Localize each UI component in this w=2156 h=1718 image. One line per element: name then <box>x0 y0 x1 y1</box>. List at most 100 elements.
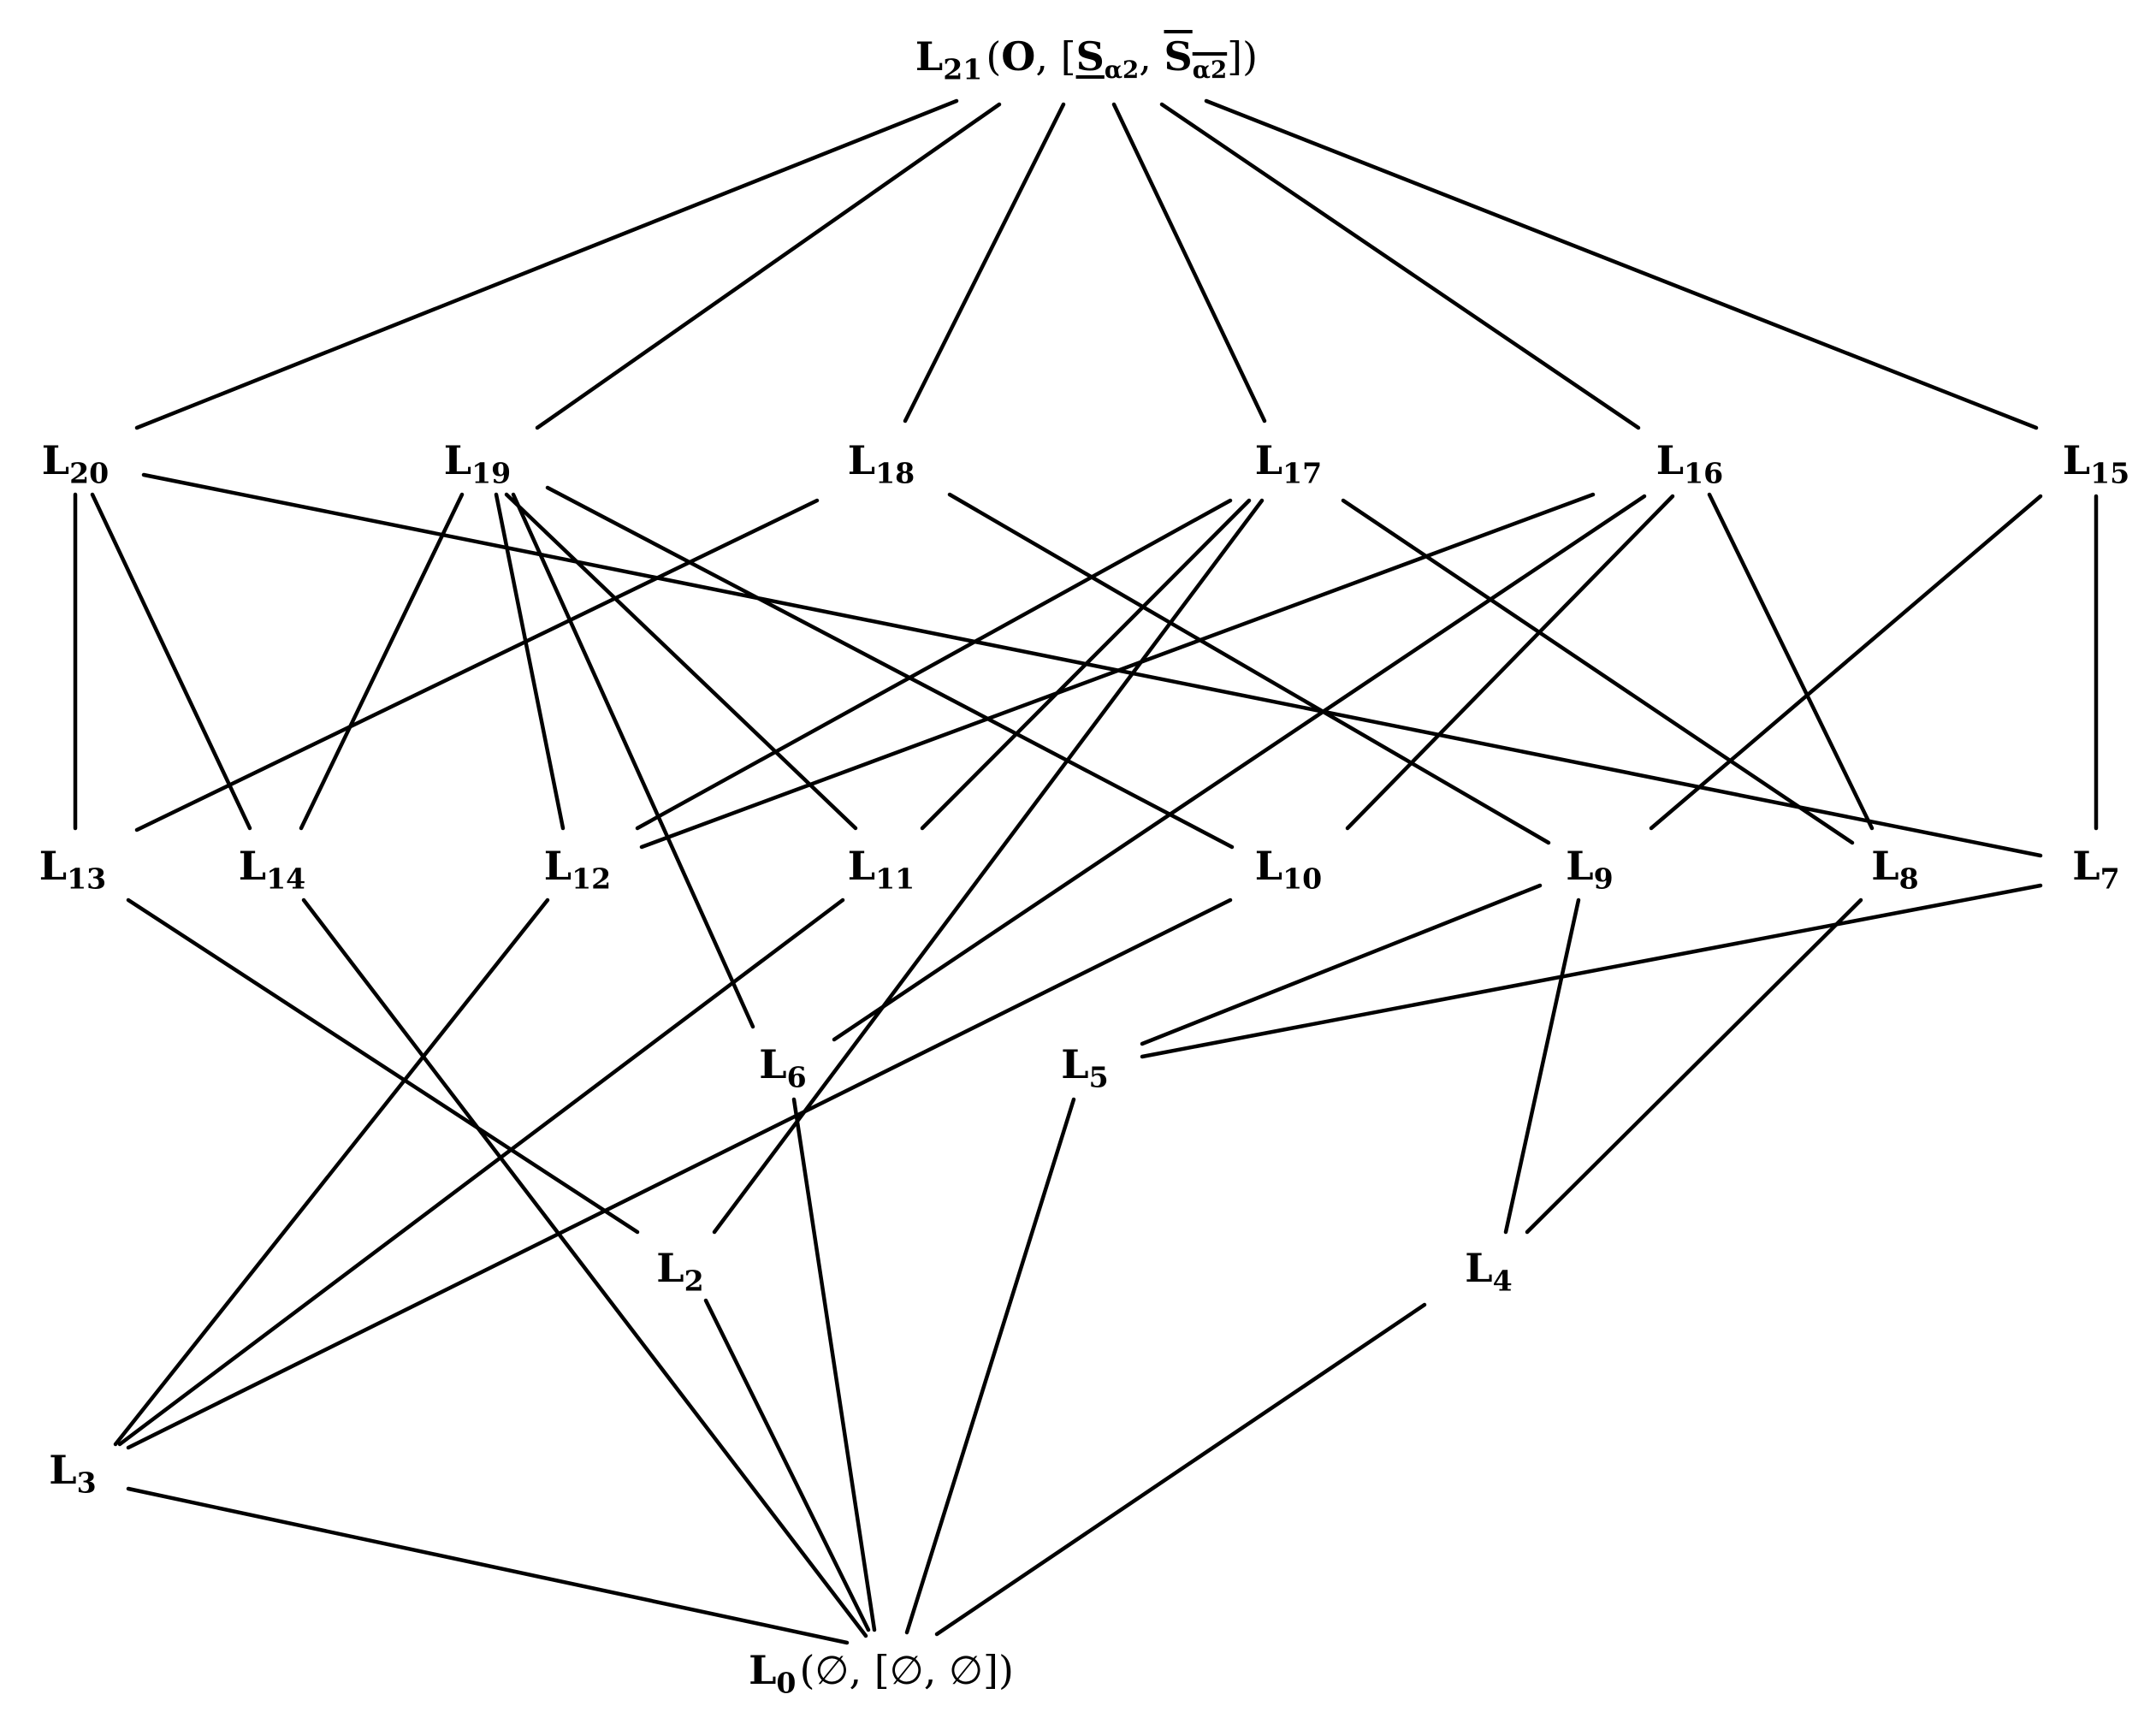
node-l13: L13 <box>38 843 106 893</box>
edge-l19-l14 <box>299 492 465 831</box>
node-l14: L14 <box>238 843 305 893</box>
edge-l18-l9 <box>947 492 1551 845</box>
node-l15: L15 <box>2063 441 2129 488</box>
node-l10: L10 <box>1254 843 1322 893</box>
node-index: 17 <box>1282 456 1323 490</box>
edge-l10-l3 <box>126 898 1233 1450</box>
node-l8: L8 <box>1871 843 1918 893</box>
node-l6: L6 <box>759 1045 806 1092</box>
edge-l21-l17 <box>1111 102 1267 424</box>
node-letter: L <box>915 33 944 80</box>
node-index: 7 <box>2100 862 2120 896</box>
node-letter: L <box>656 1245 684 1291</box>
node-letter: L <box>759 1041 787 1087</box>
bottom-element-annotation: (∅, [∅, ∅]) <box>799 1647 1014 1693</box>
node-index: 20 <box>69 456 110 490</box>
node-index: 21 <box>943 52 983 86</box>
node-l4: L4 <box>1465 1248 1512 1295</box>
node-index: 5 <box>1088 1060 1109 1094</box>
node-index: 4 <box>1492 1264 1513 1298</box>
node-index: 15 <box>2090 456 2130 490</box>
edge-l3-l0 <box>126 1486 850 1645</box>
edge-l20-l14 <box>90 492 252 831</box>
edge-l13-l2 <box>126 898 640 1235</box>
edge-l16-l8 <box>1707 492 1875 831</box>
edge-l17-l8 <box>1341 498 1855 845</box>
node-letter: L <box>847 843 876 889</box>
node-index: 8 <box>1898 862 1919 896</box>
node-index: 0 <box>776 1666 797 1700</box>
node-letter: L <box>443 437 472 483</box>
edge-l19-l10 <box>545 485 1235 850</box>
node-letter: L <box>2062 437 2091 483</box>
bracket-close: ]) <box>1227 33 1259 80</box>
node-l2: L2 <box>656 1245 703 1295</box>
edge-l21-l19 <box>535 102 1002 430</box>
node-index: 6 <box>786 1060 807 1094</box>
edge-l18-l13 <box>134 498 820 832</box>
node-l19: L19 <box>444 441 511 488</box>
node-index: 10 <box>1282 862 1323 896</box>
edge-l14-l0 <box>301 898 868 1638</box>
edge-l12-l3 <box>113 898 550 1447</box>
node-letter: L <box>38 843 68 889</box>
comma: , <box>1139 33 1164 80</box>
edge-l16-l6 <box>832 494 1647 1042</box>
edge-l6-l0 <box>791 1097 877 1632</box>
node-index: 16 <box>1684 456 1724 490</box>
node-index: 14 <box>266 862 306 896</box>
node-index: 9 <box>1593 862 1614 896</box>
set-o: O <box>1001 33 1036 80</box>
node-l12: L12 <box>543 843 611 893</box>
node-letter: L <box>543 843 572 889</box>
node-index: 11 <box>875 862 915 896</box>
edge-l21-l18 <box>903 102 1066 424</box>
node-l16: L16 <box>1656 441 1723 488</box>
edge-l11-l3 <box>117 898 845 1447</box>
node-letter: L <box>847 437 876 483</box>
node-letter: L <box>1061 1041 1089 1087</box>
node-l18: L18 <box>848 441 915 488</box>
node-letter: L <box>2072 843 2100 889</box>
edge-l9-l5 <box>1140 883 1543 1046</box>
node-letter: L <box>49 1447 77 1493</box>
node-letter: L <box>1871 843 1899 889</box>
edge-l21-l15 <box>1204 98 2039 430</box>
edge-l19-l12 <box>494 492 566 831</box>
node-index: 13 <box>67 862 107 896</box>
node-letter: L <box>1656 437 1685 483</box>
edge-l19-l11 <box>504 492 858 831</box>
node-l20: L20 <box>42 441 109 488</box>
node-l9: L9 <box>1566 843 1613 893</box>
node-l17: L17 <box>1255 441 1322 488</box>
edge-l15-l9 <box>1649 494 2043 831</box>
edge-l21-l20 <box>134 98 959 430</box>
upper-bound-s-alpha2: Sα2 <box>1164 33 1228 84</box>
node-letter: L <box>41 437 70 483</box>
node-letter: L <box>1254 437 1283 483</box>
node-index: 18 <box>875 456 915 490</box>
edge-l4-l0 <box>934 1302 1427 1637</box>
node-l7: L7 <box>2072 843 2119 893</box>
node-letter: L <box>238 843 267 889</box>
node-index: 2 <box>684 1264 704 1298</box>
node-l21: L21(O, [Sα2, Sα2]) <box>915 37 1258 84</box>
edge-l20-l7 <box>141 472 2043 858</box>
bracket-open: , [ <box>1035 33 1076 80</box>
edge-l17-l11 <box>920 498 1252 831</box>
edge-l21-l16 <box>1159 102 1641 430</box>
node-l3: L3 <box>49 1447 96 1497</box>
node-letter: L <box>1566 843 1594 889</box>
edge-l2-l0 <box>703 1298 871 1632</box>
node-index: 3 <box>76 1466 97 1500</box>
node-letter: L <box>1254 843 1283 889</box>
paren-open: ( <box>986 33 1002 80</box>
edge-l7-l5 <box>1140 883 2043 1059</box>
node-index: 19 <box>471 456 512 490</box>
edge-l16-l12 <box>639 492 1596 850</box>
lower-bound-s-alpha2: Sα2 <box>1075 33 1140 84</box>
node-l0: L0(∅, [∅, ∅]) <box>749 1647 1014 1697</box>
node-index: 12 <box>572 862 612 896</box>
